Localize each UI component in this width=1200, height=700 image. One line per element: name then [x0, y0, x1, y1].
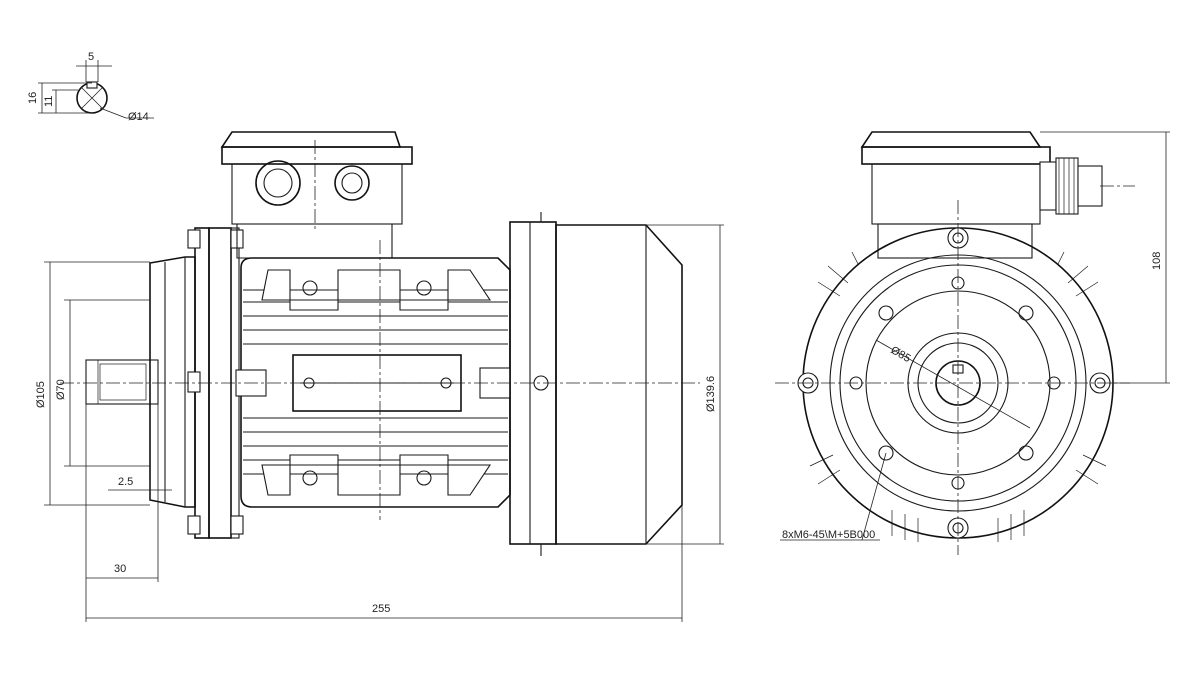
motor-end-view: Ø85 108 8xM6-45\M+5B000 [775, 131, 1170, 555]
shaft [85, 359, 159, 405]
shaft-length-label: 30 [114, 563, 126, 575]
flange-diameter-label: Ø105 [35, 381, 47, 408]
spigot-length-label: 2.5 [118, 476, 133, 488]
frame-diameter-label: Ø139.6 [705, 376, 717, 412]
hole-callout-label: 8xM6-45\M+5B000 [782, 529, 875, 541]
pcd-label: Ø85 [889, 344, 913, 365]
motor-frame [235, 257, 511, 508]
center-height-label: 108 [1151, 252, 1163, 270]
key-depth-label: 11 [43, 96, 55, 107]
terminal-box [220, 131, 413, 259]
shaft-height-label: 16 [27, 92, 39, 104]
total-length-label: 255 [372, 603, 390, 615]
fan-cover [509, 212, 683, 556]
motor-side-view: Ø105 Ø70 2.5 30 255 Ø139.6 [35, 131, 724, 622]
key-width-label: 5 [88, 51, 94, 63]
shaft-section-detail: 5 16 11 Ø14 [27, 51, 154, 123]
shaft-diameter-label: Ø14 [128, 111, 149, 123]
spigot-diameter-label: Ø70 [55, 379, 67, 400]
